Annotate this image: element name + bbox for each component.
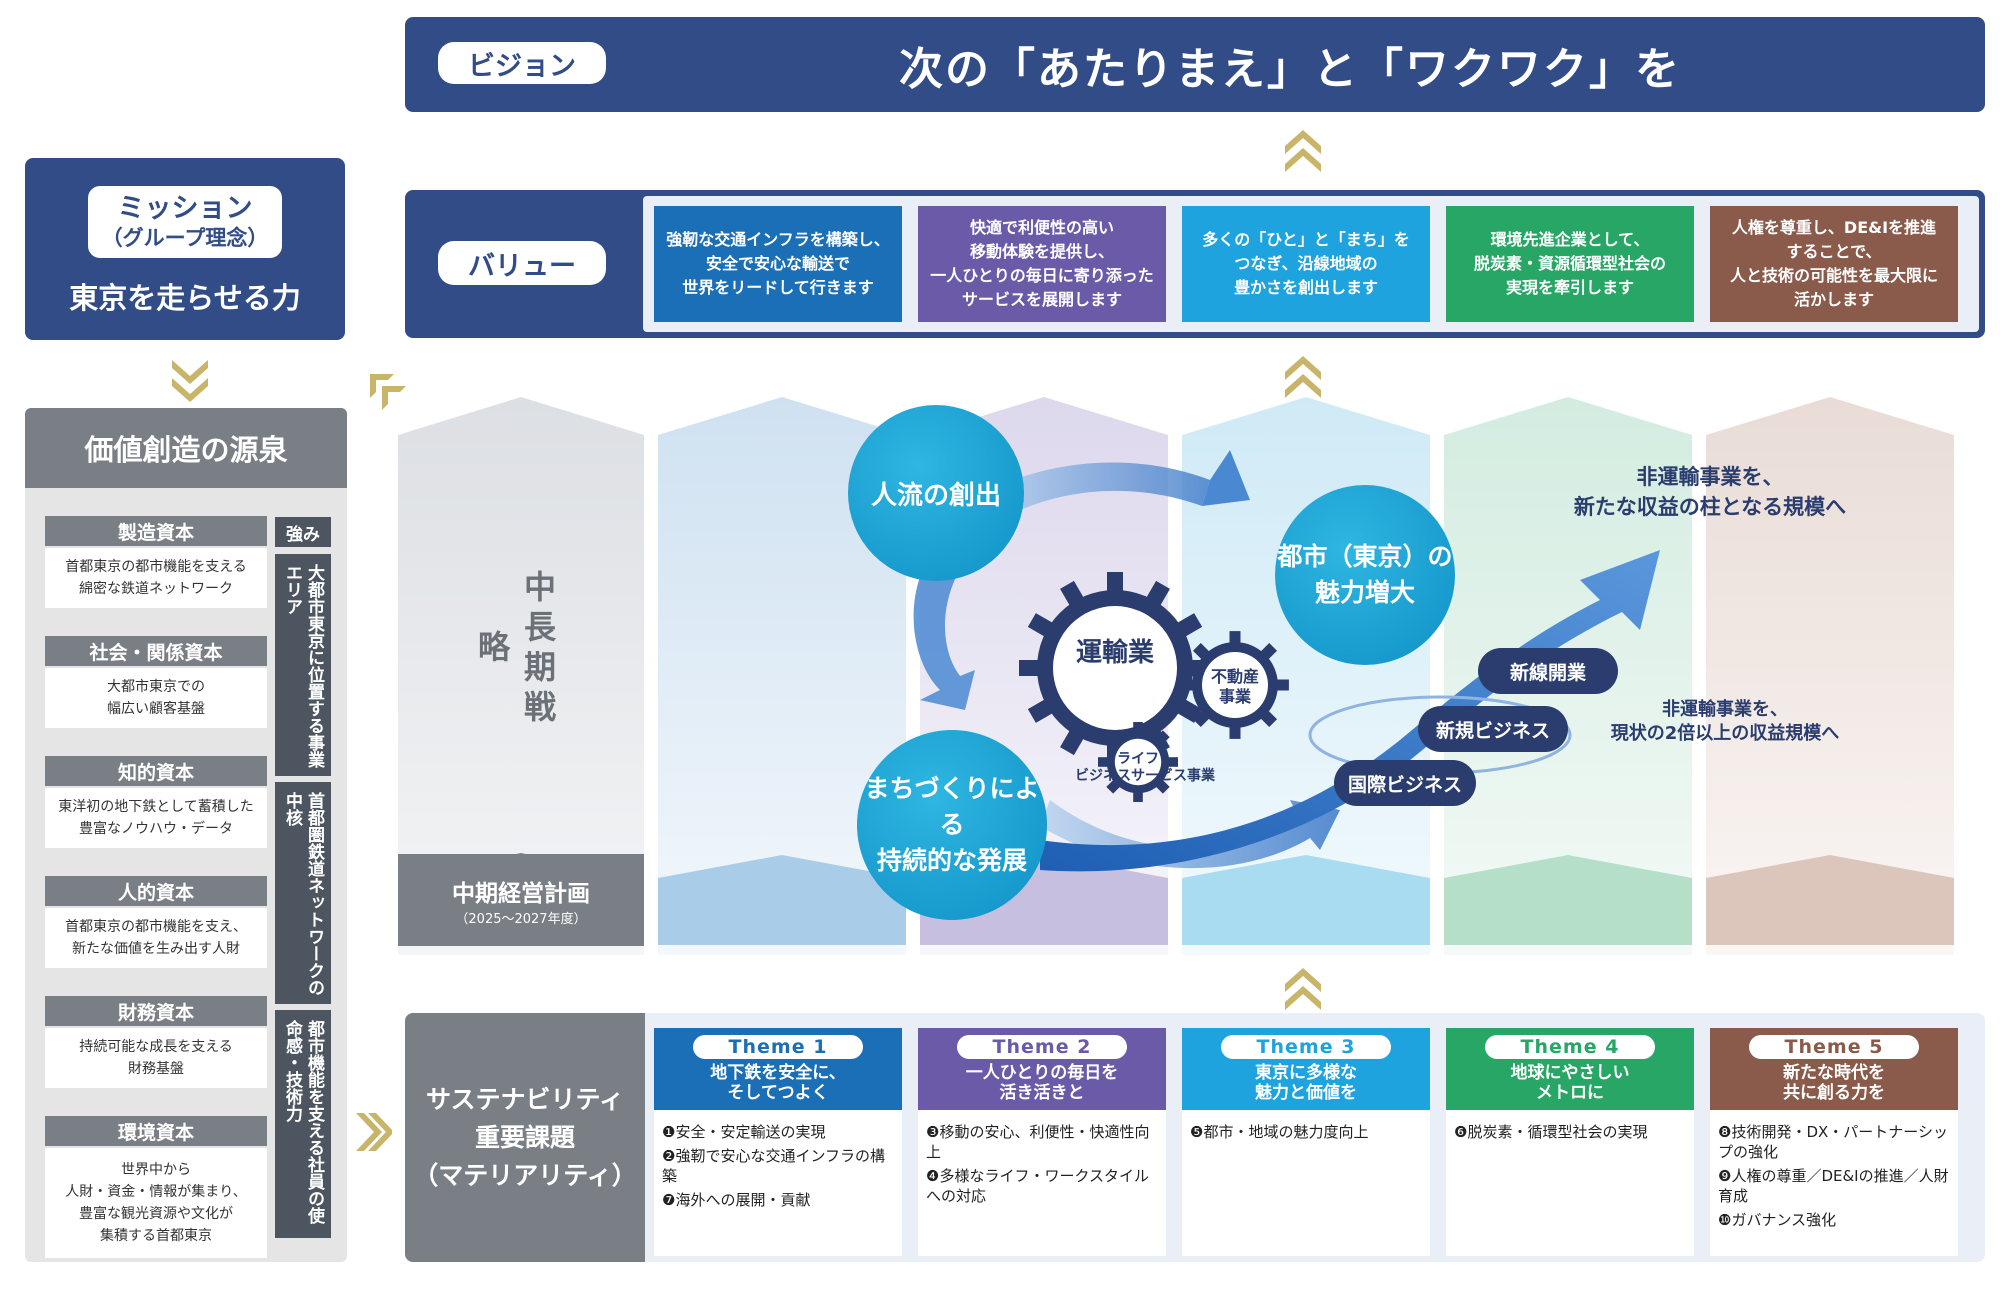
capital-heading: 製造資本 <box>45 516 267 546</box>
theme-tag: Theme 3 <box>1221 1035 1391 1059</box>
materiality-item: ❺都市・地域の魅力度向上 <box>1190 1123 1369 1141</box>
gear-icon <box>1015 568 1215 768</box>
capital-description: 持続可能な成長を支える 財務基盤 <box>45 1028 267 1088</box>
strength-item: 大都市東京に位置する事業エリア <box>275 554 331 776</box>
theme-items: ❽技術開発・DX・パートナーシップの強化 ❾人権の尊重／DE&Iの推進／人財育成 ❿… <box>1718 1122 1954 1234</box>
vision-banner <box>405 17 1985 112</box>
theme-card: Theme 3 東京に多様な 魅力と価値を ❺都市・地域の魅力度向上 <box>1182 1028 1430 1256</box>
gear-life-label: ライフ・ ビジネスサービス事業 <box>1075 751 1215 784</box>
strength-item: 都市機能を支える社員の使命感・技術力 <box>275 1010 331 1238</box>
theme-items: ❻脱炭素・循環型社会の実現 <box>1454 1122 1690 1146</box>
capital-heading: 社会・関係資本 <box>45 636 267 666</box>
theme-items: ❶安全・安定輸送の実現 ❷強靭で安心な交通インフラの構築 ❼海外への展開・貢献 <box>662 1122 898 1214</box>
business-new-line: 新線開業 <box>1478 648 1618 694</box>
chevron-up-icon <box>1285 968 1321 1010</box>
materiality-item: ❶安全・安定輸送の実現 <box>662 1123 826 1141</box>
theme-tag: Theme 4 <box>1485 1035 1655 1059</box>
capital-heading: 環境資本 <box>45 1116 267 1146</box>
value-item: 環境先進企業として、 脱炭素・資源循環型社会の 実現を牽引します <box>1446 206 1694 322</box>
materiality-item: ❸移動の安心、利便性・快適性向上 <box>926 1123 1150 1161</box>
theme-card: Theme 4 地球にやさしい メトロに ❻脱炭素・循環型社会の実現 <box>1446 1028 1694 1256</box>
business-international: 国際ビジネス <box>1334 760 1476 806</box>
theme-title: 地下鉄を安全に、 そしてつよく <box>710 1063 846 1103</box>
materiality-item: ❽技術開発・DX・パートナーシップの強化 <box>1718 1123 1948 1161</box>
gear-realestate-label: 不動産 事業 <box>1210 667 1259 706</box>
theme-header: Theme 1 地下鉄を安全に、 そしてつよく <box>654 1028 902 1110</box>
goal-bottom: 非運輸事業を、 現状の2倍以上の収益規模へ <box>1610 699 1840 744</box>
gear-icon <box>1098 722 1178 802</box>
theme-items: ❸移動の安心、利便性・快適性向上 ❹多様なライフ・ワークスタイルへの対応 <box>926 1122 1162 1210</box>
materiality-item: ❻脱炭素・循環型社会の実現 <box>1454 1123 1648 1141</box>
plan-title: 中期経営計画 <box>452 880 590 907</box>
chevron-right-icon <box>356 1113 392 1151</box>
theme-header: Theme 4 地球にやさしい メトロに <box>1446 1028 1694 1110</box>
circle-people-flow: 人流の創出 <box>848 405 1024 581</box>
plan-period: （2025〜2027年度） <box>455 911 587 927</box>
theme-header: Theme 2 一人ひとりの毎日を 活き活きと <box>918 1028 1166 1110</box>
materiality-item: ❾人権の尊重／DE&Iの推進／人財育成 <box>1718 1167 1949 1205</box>
materiality-item: ❿ガバナンス強化 <box>1718 1211 1837 1229</box>
circle-town-development: まちづくりによる 持続的な発展 <box>857 730 1047 920</box>
capital-description: 東洋初の地下鉄として蓄積した 豊富なノウハウ・データ <box>45 788 267 848</box>
theme-title: 新たな時代を 共に創る力を <box>1783 1063 1885 1103</box>
theme-title: 東京に多様な 魅力と価値を <box>1255 1063 1357 1103</box>
cycle-arrows <box>913 450 1660 872</box>
theme-header: Theme 5 新たな時代を 共に創る力を <box>1710 1028 1958 1110</box>
gear-icon <box>1180 630 1290 740</box>
mid-term-plan: 中期経営計画 （2025〜2027年度） <box>398 854 644 946</box>
chevron-down-icon <box>172 360 208 402</box>
theme-card: Theme 1 地下鉄を安全に、 そしてつよく ❶安全・安定輸送の実現 ❷強靭で安心な… <box>654 1028 902 1256</box>
materiality-item: ❹多様なライフ・ワークスタイルへの対応 <box>926 1167 1149 1205</box>
chevron-upleft-icon <box>370 374 406 410</box>
capital-description: 首都東京の都市機能を支え、 新たな価値を生み出す人財 <box>45 908 267 968</box>
capital-description: 首都東京の都市機能を支える 綿密な鉄道ネットワーク <box>45 548 267 608</box>
theme-tag: Theme 1 <box>693 1035 863 1059</box>
circle-city-appeal: 都市（東京）の 魅力増大 <box>1275 485 1455 665</box>
theme-card: Theme 2 一人ひとりの毎日を 活き活きと ❸移動の安心、利便性・快適性向上 ❹多… <box>918 1028 1166 1256</box>
theme-title: 一人ひとりの毎日を 活き活きと <box>965 1063 1119 1103</box>
vision-label: ビジョン <box>438 42 606 84</box>
capital-heading: 知的資本 <box>45 756 267 786</box>
materiality-item: ❷強靭で安心な交通インフラの構築 <box>662 1147 885 1185</box>
chevron-up-icon <box>1285 356 1321 398</box>
sustainability-label: サステナビリティ 重要課題 （マテリアリティ） <box>405 1013 645 1262</box>
chevron-up-icon <box>1285 130 1321 172</box>
materiality-item: ❼海外への展開・貢献 <box>662 1191 811 1209</box>
mission-label: ミッション （グループ理念） <box>88 186 282 258</box>
theme-items: ❺都市・地域の魅力度向上 <box>1190 1122 1426 1146</box>
mission-text: 東京を走らせる力 <box>69 281 301 315</box>
business-new-business: 新規ビジネス <box>1418 706 1568 752</box>
theme-tag: Theme 5 <box>1749 1035 1919 1059</box>
goal-top: 非運輸事業を、 新たな収益の柱となる規模へ <box>1573 465 1847 519</box>
value-item: 強靭な交通インフラを構築し、 安全で安心な輸送で 世界をリードして行きます <box>654 206 902 322</box>
capital-description: 大都市東京での 幅広い顧客基盤 <box>45 668 267 728</box>
mission-label-main: ミッション <box>117 193 253 224</box>
value-item: 多くの「ひと」と「まち」を つなぎ、沿線地域の 豊かさを創出します <box>1182 206 1430 322</box>
value-item: 快適で利便性の高い 移動体験を提供し、 一人ひとりの毎日に寄り添った サービスを… <box>918 206 1166 322</box>
long-term-strategy-label: 中長期戦略 <box>473 570 557 730</box>
gear-transport-label: 運輸業 <box>1075 637 1154 668</box>
value-label: バリュー <box>438 241 606 285</box>
theme-card: Theme 5 新たな時代を 共に創る力を ❽技術開発・DX・パートナーシップの強化… <box>1710 1028 1958 1256</box>
capital-description: 世界中から 人財・資金・情報が集まり、 豊富な観光資源や文化が 集積する首都東京 <box>45 1148 267 1258</box>
strength-label: 強み <box>275 517 331 547</box>
capital-heading: 人的資本 <box>45 876 267 906</box>
strength-item: 首都圏鉄道ネットワークの中核 <box>275 782 331 1004</box>
vision-text: 次の「あたりまえ」と「ワクワク」を <box>899 43 1681 95</box>
theme-tag: Theme 2 <box>957 1035 1127 1059</box>
capital-heading: 財務資本 <box>45 996 267 1026</box>
theme-header: Theme 3 東京に多様な 魅力と価値を <box>1182 1028 1430 1110</box>
theme-title: 地球にやさしい メトロに <box>1510 1063 1630 1103</box>
source-title: 価値創造の源泉 <box>25 408 347 488</box>
value-item: 人権を尊重し、DE&Iを推進 することで、 人と技術の可能性を最大限に 活かしま… <box>1710 206 1958 322</box>
mission-label-sub: （グループ理念） <box>101 226 269 250</box>
